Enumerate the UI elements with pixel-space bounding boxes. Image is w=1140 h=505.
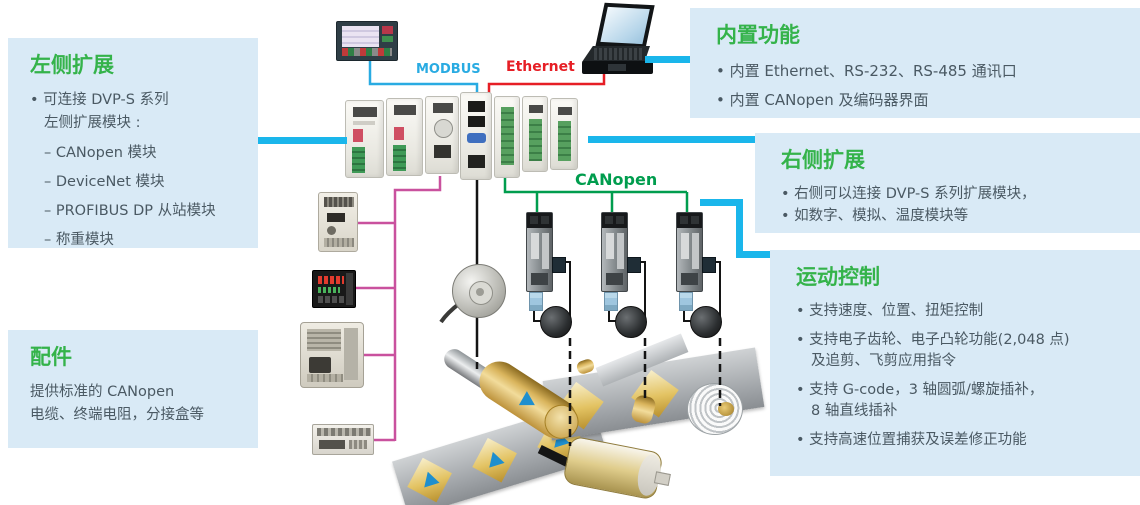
callout-list-item: • 内置 Ethernet、RS-232、RS-485 通讯口: [716, 62, 1017, 81]
motion-bullet-cont: 及追剪、飞剪应用指令: [811, 353, 956, 370]
hmi-touch-panel-icon: [336, 21, 398, 61]
printed-label: [472, 437, 517, 483]
servo-terminal-block: [679, 292, 693, 311]
connector-right-expansion: [588, 136, 757, 143]
servo-motor-icon: [540, 306, 572, 338]
rewind-roll-icon: [687, 383, 743, 435]
laptop-keyboard: [582, 46, 650, 62]
vfd-drive-icon: [318, 192, 358, 252]
callout-title: 配件: [30, 345, 72, 369]
servo-drive-icon: [601, 212, 641, 292]
connector-motion-h2: [736, 251, 773, 258]
temperature-controller-icon: [312, 270, 356, 308]
plc-module-icon: [494, 96, 520, 178]
callout-right-expansion: 右侧扩展 • 右侧可以连接 DVP-S 系列扩展模块， • 如数字、模拟、温度模…: [755, 133, 1140, 233]
modbus-label: MODBUS: [416, 62, 481, 77]
callout-list-item: • 右侧可以连接 DVP-S 系列扩展模块，: [781, 186, 1036, 203]
roll-core: [718, 402, 734, 416]
plc-module-icon: [425, 96, 459, 174]
plc-module-icon: [345, 100, 384, 178]
connector-builtin: [645, 56, 692, 63]
servo-drive-icon: [526, 212, 566, 292]
callout-list-item: – 称重模块: [44, 232, 114, 249]
callout-left-expansion: 左侧扩展 • 可连接 DVP-S 系列 左侧扩展模块 : – CANopen 模…: [8, 38, 258, 248]
motion-bullet-text: • 支持高速位置捕获及误差修正功能: [796, 432, 1027, 449]
modbus-left-bus-line: [393, 176, 442, 441]
callout-list-item: • 如数字、模拟、温度模块等: [781, 208, 969, 225]
callout-title: 左侧扩展: [30, 53, 114, 77]
hmi-keys: [342, 48, 392, 56]
servo-terminal-block: [604, 292, 618, 311]
motion-bullet-text: • 支持 G-code，3 轴圆弧/螺旋插补，: [796, 382, 1044, 399]
ethernet-line: [487, 72, 606, 95]
callout-list-item: • 支持电子齿轮、电子凸轮功能(2,048 点) 及追剪、飞剪应用指令: [796, 330, 1122, 372]
callout-title: 右侧扩展: [781, 148, 865, 172]
motion-bullet-text: • 支持速度、位置、扭矩控制: [796, 303, 984, 320]
motor-shaft: [653, 471, 671, 486]
callout-list-item: – PROFIBUS DP 从站模块: [44, 203, 216, 220]
callout-list-item: • 内置 CANopen 及编码器界面: [716, 91, 929, 110]
servo-motor-icon: [615, 306, 647, 338]
hmi-screen: [342, 26, 379, 47]
callout-accessories: 配件 提供标准的 CANopen 电缆、终端电阻，分接盒等: [8, 330, 258, 448]
delta-logo-icon: [485, 449, 505, 468]
delta-logo-icon: [518, 391, 535, 406]
laptop-base: [582, 61, 653, 74]
hmi-led: [382, 36, 393, 42]
printed-label: [407, 457, 452, 503]
callout-text-line: 左侧扩展模块 :: [44, 115, 141, 132]
canopen-label: CANopen: [575, 170, 658, 189]
connector-left-expansion: [250, 137, 347, 144]
motor-drive-icon: [300, 322, 364, 388]
plc-module-icon: [522, 96, 548, 172]
ethernet-label: Ethernet: [506, 59, 575, 75]
callout-title: 内置功能: [716, 23, 800, 47]
connector-motion-v: [736, 199, 743, 258]
connector-motion-h1: [700, 199, 743, 206]
callout-text-line: 提供标准的 CANopen: [30, 384, 175, 401]
servo-motor-icon: [690, 306, 722, 338]
laptop-lid: [595, 2, 655, 50]
laptop-icon: [582, 2, 656, 74]
laptop-screen: [600, 6, 650, 45]
power-meter-icon: [312, 424, 374, 455]
callout-list-item: – DeviceNet 模块: [44, 173, 165, 190]
callout-text-line: 电缆、终端电阻，分接盒等: [30, 407, 204, 424]
plc-module-icon: [386, 98, 423, 176]
callout-list-item: • 支持高速位置捕获及误差修正功能: [796, 430, 1122, 451]
motion-bullet-cont: 8 轴直线插补: [811, 403, 898, 420]
callout-list-item: • 支持 G-code，3 轴圆弧/螺旋插补， 8 轴直线插补: [796, 380, 1122, 422]
servo-terminal-block: [529, 292, 543, 311]
motion-bullet-text: • 支持电子齿轮、电子凸轮功能(2,048 点): [796, 332, 1070, 349]
callout-motion-control: 运动控制 • 支持速度、位置、扭矩控制 • 支持电子齿轮、电子凸轮功能(2,04…: [770, 250, 1140, 476]
hmi-led: [382, 26, 393, 34]
plc-module-icon: [550, 98, 578, 170]
servo-drive-icon: [676, 212, 716, 292]
callout-title: 运动控制: [796, 265, 880, 289]
callout-list-item: – CANopen 模块: [44, 144, 157, 161]
plc-cpu-icon: [460, 92, 492, 180]
delta-logo-icon: [420, 469, 440, 488]
encoder-icon: [452, 264, 506, 318]
callout-builtin-functions: 内置功能 • 内置 Ethernet、RS-232、RS-485 通讯口 • 内…: [690, 8, 1140, 118]
callout-list-item: • 支持速度、位置、扭矩控制: [796, 301, 1122, 322]
cylinder-motor-icon: [562, 435, 671, 501]
callout-text-line: • 可连接 DVP-S 系列: [30, 92, 169, 109]
